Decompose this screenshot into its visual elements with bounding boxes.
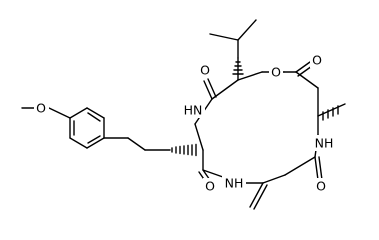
methoxy-oxygen-label: O bbox=[36, 101, 46, 116]
carbonyl-oxygen-label-1: O bbox=[200, 63, 210, 78]
carbonyl-oxygen-label-2: O bbox=[312, 53, 322, 68]
amide-nh-label-right: NH bbox=[315, 136, 334, 151]
carbonyl-oxygen-label-4: O bbox=[316, 179, 326, 194]
carbonyl-bonds bbox=[198, 61, 323, 186]
carbonyl-oxygen-label-3: O bbox=[205, 179, 215, 194]
methylene-group bbox=[249, 182, 268, 210]
methoxyphenyl-group bbox=[21, 107, 105, 149]
isopropyl-group bbox=[209, 19, 257, 81]
atom-labels: O O O O HN NH NH O O bbox=[34, 52, 336, 194]
macrocycle-ring bbox=[194, 71, 319, 184]
ester-oxygen-label: O bbox=[271, 65, 281, 80]
chemical-structure: O O O O HN NH NH O O bbox=[21, 19, 346, 210]
methyl-group bbox=[317, 103, 346, 121]
propyl-chain bbox=[103, 137, 197, 157]
amide-nh-label-bottom: NH bbox=[225, 176, 244, 191]
amide-nh-label-left: HN bbox=[184, 103, 203, 118]
